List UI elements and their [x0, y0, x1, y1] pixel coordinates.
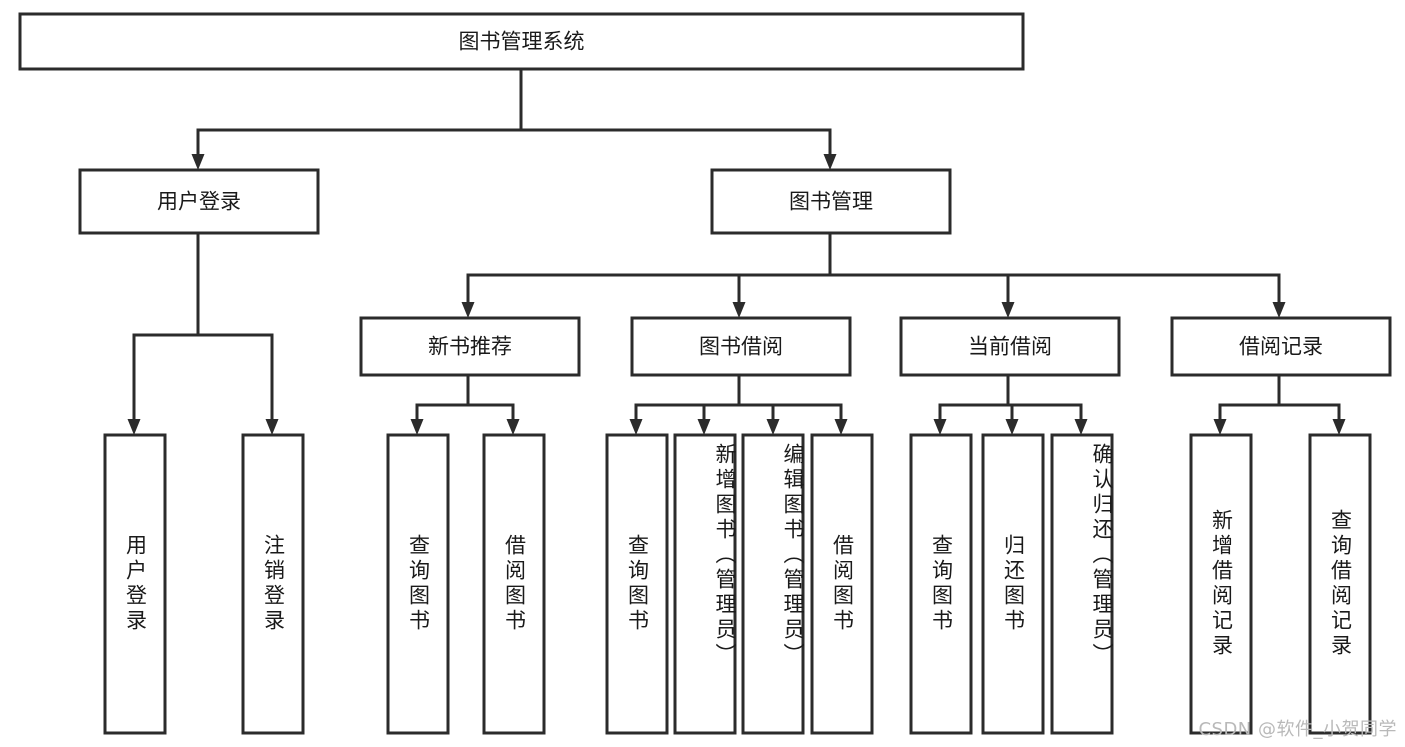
- arrow-head-icon: [732, 302, 746, 318]
- arrow-head-icon: [1074, 419, 1088, 435]
- leaf-node-leaf-logout-box[interactable]: [241, 433, 305, 735]
- root-node-label: 图书管理系统: [459, 30, 585, 54]
- arrow-head-icon: [265, 419, 279, 435]
- level2-node-book-management-label: 图书管理: [789, 190, 873, 214]
- level3-node-book-borrow-box[interactable]: [630, 316, 852, 377]
- level2-node-book-management-box[interactable]: [710, 168, 952, 235]
- arrow-head-icon: [1001, 302, 1015, 318]
- arrow-head-icon: [933, 419, 947, 435]
- node-box-layer: [18, 12, 1392, 735]
- arrow-head-icon: [1332, 419, 1346, 435]
- arrow-head-icon: [629, 419, 643, 435]
- level3-node-current-borrow-box[interactable]: [899, 316, 1121, 377]
- root-node-box[interactable]: [18, 12, 1025, 71]
- arrow-head-icon: [766, 419, 780, 435]
- leaf-node-leaf-user-login-box[interactable]: [103, 433, 167, 735]
- arrow-head-icon: [823, 154, 837, 170]
- arrow-head-icon: [834, 419, 848, 435]
- leaf-node-leaf-query-book-3-box[interactable]: [909, 433, 973, 735]
- arrow-head-icon: [1005, 419, 1019, 435]
- arrow-head-icon: [461, 302, 475, 318]
- arrow-head-icon: [1272, 302, 1286, 318]
- level3-node-new-book-recommend-label: 新书推荐: [428, 335, 512, 359]
- leaf-node-leaf-edit-book-box[interactable]: [741, 433, 805, 735]
- arrow-head-icon: [1213, 419, 1227, 435]
- level2-node-user-login-box[interactable]: [78, 168, 320, 235]
- leaf-node-leaf-borrow-book-2-box[interactable]: [810, 433, 874, 735]
- level3-node-borrow-record-label: 借阅记录: [1239, 335, 1323, 359]
- arrow-head-icon: [697, 419, 711, 435]
- level3-node-current-borrow-label: 当前借阅: [968, 335, 1052, 359]
- arrow-head-icon: [191, 154, 205, 170]
- leaf-node-leaf-borrow-book-1-box[interactable]: [482, 433, 546, 735]
- arrow-head-icon: [127, 419, 141, 435]
- leaf-node-leaf-add-record-box[interactable]: [1189, 433, 1253, 735]
- level3-node-book-borrow-label: 图书借阅: [699, 335, 783, 359]
- leaf-node-leaf-query-record-box[interactable]: [1308, 433, 1372, 735]
- leaf-node-leaf-add-book-box[interactable]: [673, 433, 737, 735]
- connector-layer: [127, 67, 1346, 435]
- leaf-node-leaf-return-book-box[interactable]: [981, 433, 1045, 735]
- level3-node-new-book-recommend-box[interactable]: [359, 316, 581, 377]
- leaf-node-leaf-query-book-2-box[interactable]: [605, 433, 669, 735]
- leaf-node-leaf-confirm-return-box[interactable]: [1050, 433, 1114, 735]
- arrow-head-icon: [506, 419, 520, 435]
- level2-node-user-login-label: 用户登录: [157, 190, 241, 214]
- level3-node-borrow-record-box[interactable]: [1170, 316, 1392, 377]
- leaf-node-leaf-query-book-1-box[interactable]: [386, 433, 450, 735]
- arrow-head-icon: [410, 419, 424, 435]
- watermark: CSDN @软件_小贺同学: [1198, 719, 1397, 740]
